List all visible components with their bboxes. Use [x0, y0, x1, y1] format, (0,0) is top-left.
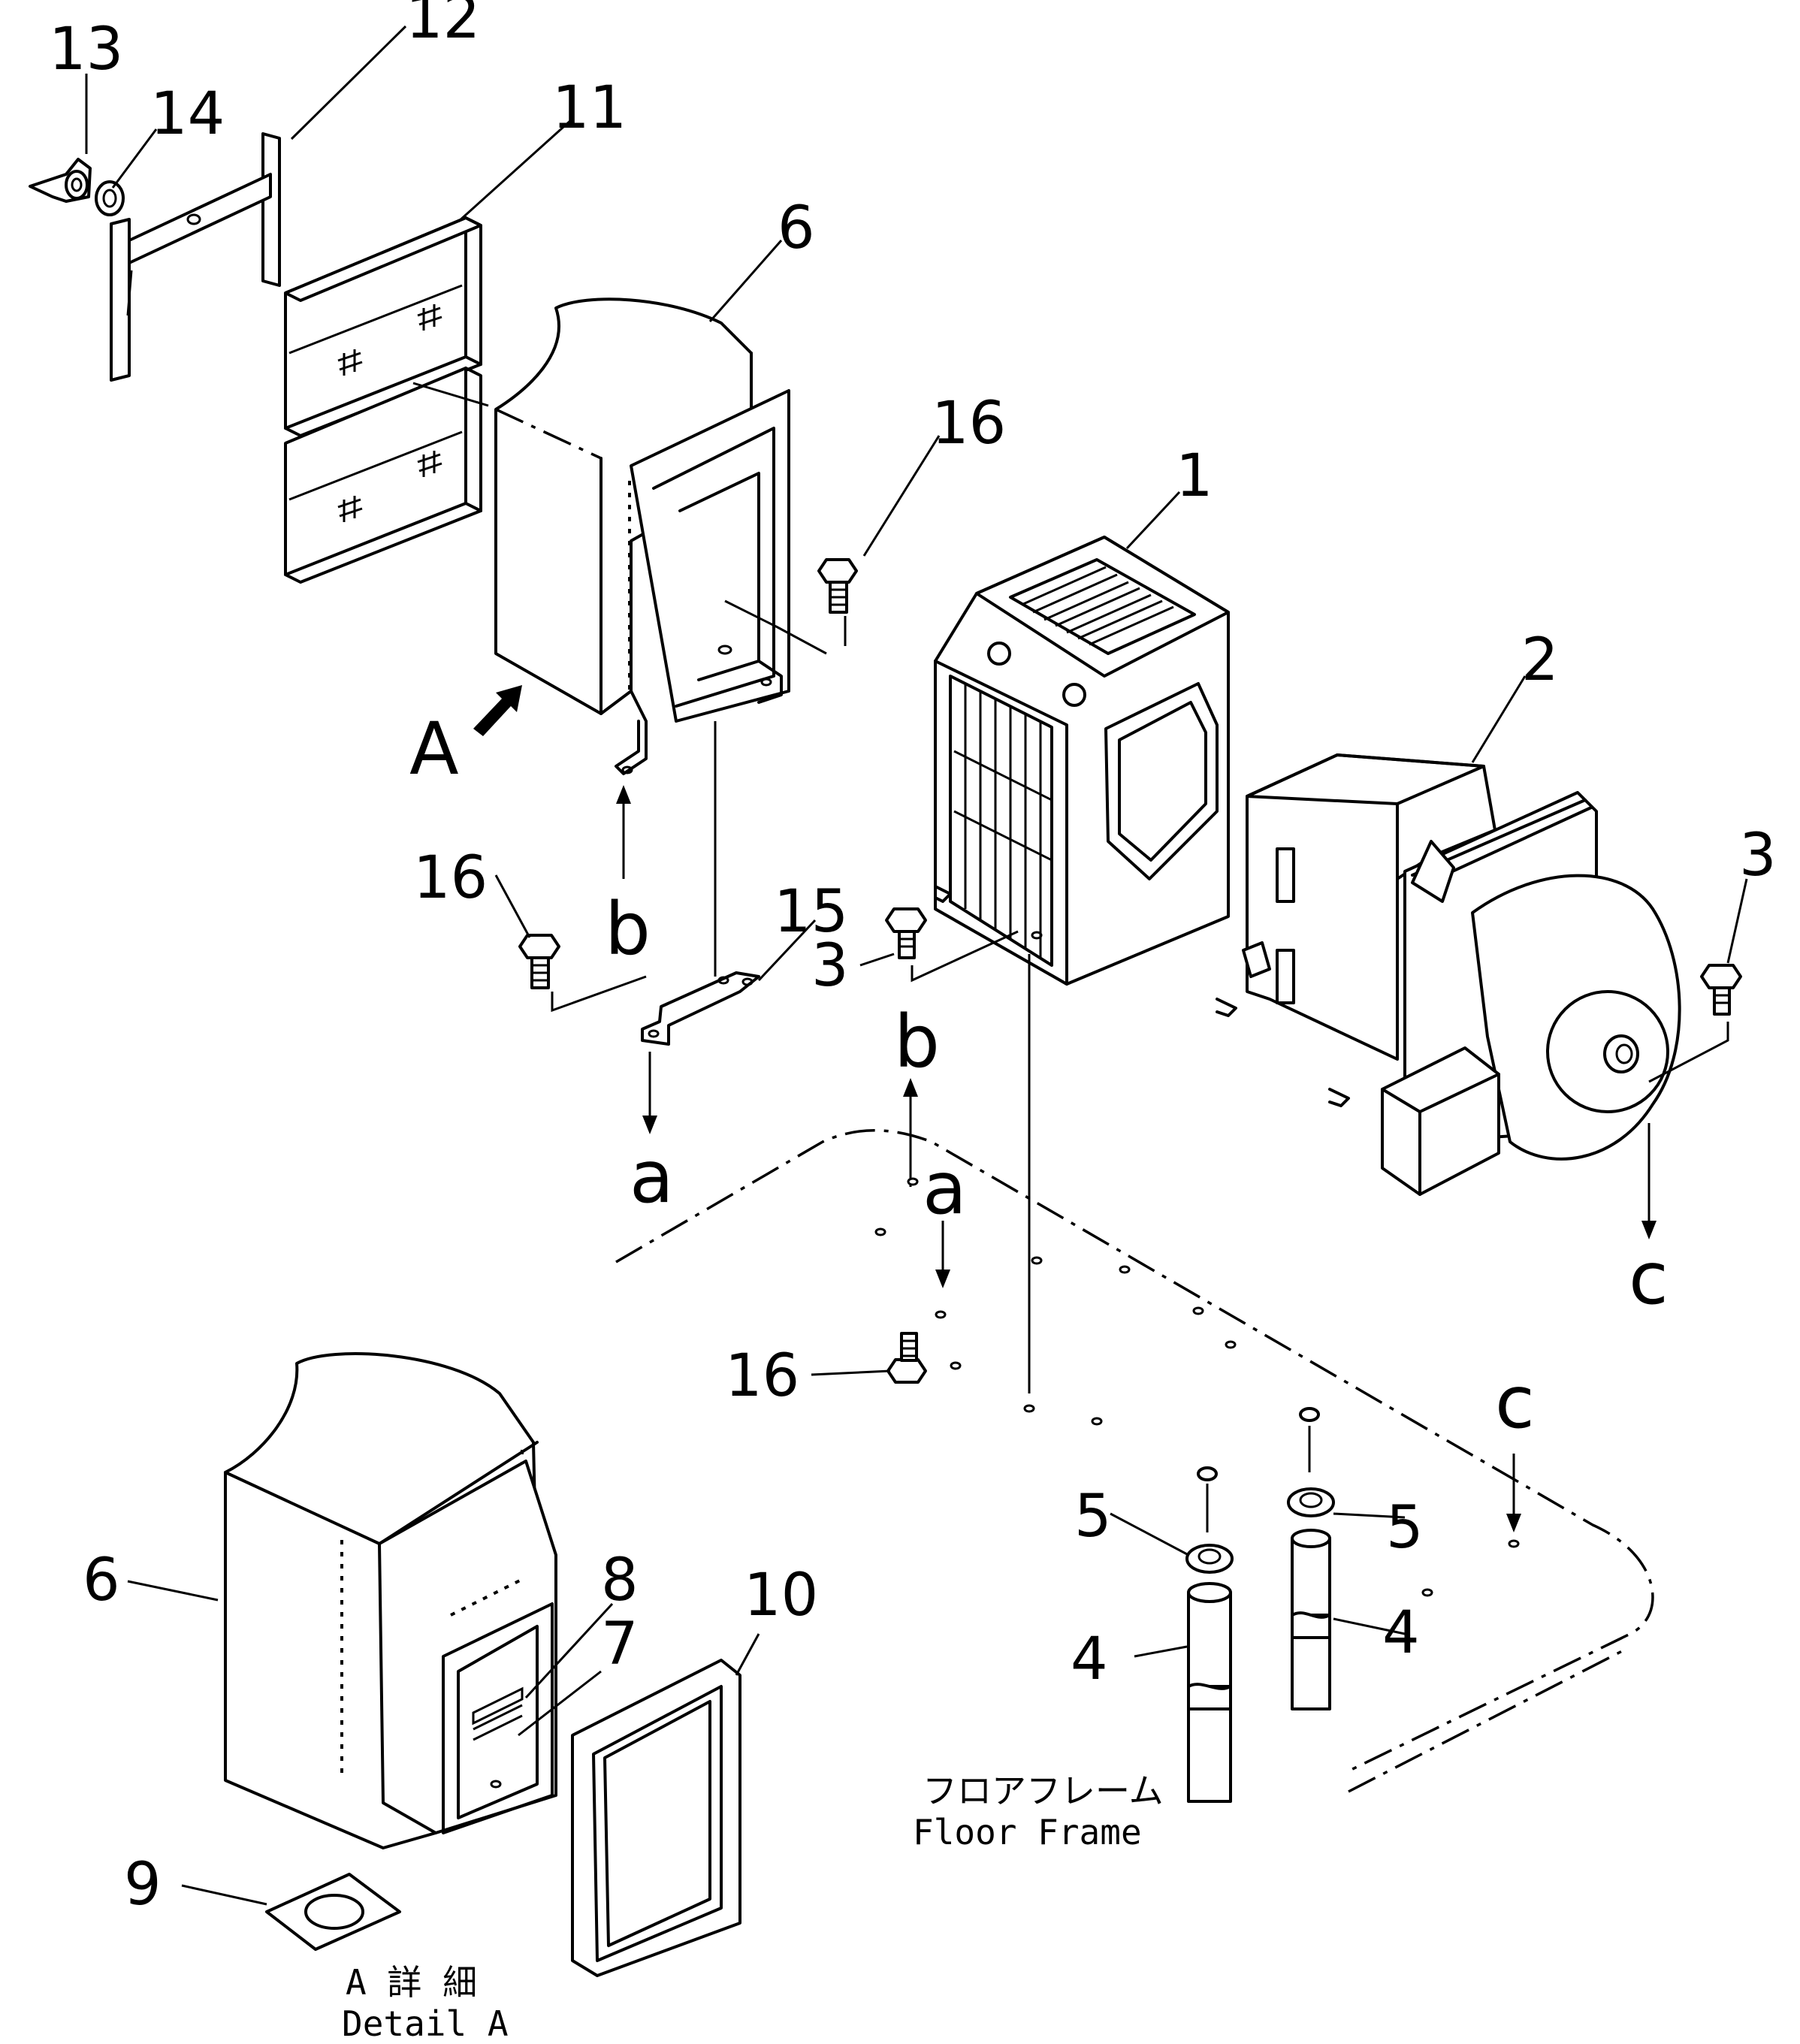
bracket-12 — [110, 132, 281, 382]
bolt-16-upper — [817, 558, 858, 646]
label-3-left: 3 — [811, 932, 849, 1000]
leader-lines — [85, 25, 1748, 1906]
label-3-right: 3 — [1739, 822, 1777, 889]
label-4-right: 4 — [1382, 1599, 1420, 1667]
detail-arrow-a — [473, 685, 522, 736]
label-16-top: 16 — [932, 390, 1006, 457]
filter-11-upper — [284, 216, 482, 437]
bolt-3-right — [1648, 964, 1742, 1083]
reference-letters: A b a b a c c — [409, 707, 1669, 1445]
label-c-right: c — [1629, 1236, 1669, 1321]
captions: フロアフレーム フロアフレーム Floor Frame A 詳 細 Detail… — [342, 1771, 1164, 2044]
mount-4-5-left — [1185, 1466, 1234, 1803]
label-6-top: 6 — [778, 195, 815, 262]
label-13: 13 — [49, 16, 123, 83]
label-2: 2 — [1521, 626, 1559, 694]
bolt-3-left — [885, 907, 1019, 983]
frame-10 — [571, 1659, 741, 1977]
label-5-left: 5 — [1074, 1483, 1112, 1550]
floor-frame — [615, 1129, 1654, 1793]
label-10: 10 — [744, 1562, 818, 1629]
label-6-detail: 6 — [83, 1547, 120, 1614]
label-b-upper: b — [605, 887, 651, 971]
floor-frame-label-jp: フロアフレーム — [923, 1771, 1164, 1811]
label-a-floor: a — [923, 1146, 967, 1230]
bracket-15 — [641, 971, 760, 1046]
detail-a-label-en: Detail A — [342, 2003, 509, 2044]
blower-2 — [1216, 753, 1681, 1196]
label-14: 14 — [150, 80, 225, 148]
duct-housing-6 — [494, 297, 827, 775]
label-1: 1 — [1176, 442, 1213, 510]
label-12: 12 — [406, 0, 480, 52]
bolt-16-lower — [886, 1332, 927, 1384]
part-labels: 13 14 12 11 6 16 1 2 3 16 15 3 16 5 5 4 … — [49, 0, 1777, 1919]
label-9: 9 — [124, 1851, 162, 1919]
duct-housing-detail-6 — [224, 1352, 557, 1849]
mount-4-5-right — [1287, 1407, 1335, 1710]
label-7: 7 — [601, 1611, 639, 1678]
label-4-left: 4 — [1071, 1626, 1108, 1693]
label-16-mid: 16 — [413, 844, 488, 912]
label-11: 11 — [552, 74, 627, 142]
label-arrow-a: A — [409, 707, 459, 791]
wing-nut-13 — [29, 158, 92, 203]
label-a-left: a — [630, 1135, 674, 1219]
detail-a-label-jp: A 詳 細 — [346, 1962, 477, 2003]
bolt-16-mid — [518, 934, 647, 1013]
flow-arrows — [616, 721, 1657, 1532]
filter-11-lower — [284, 367, 482, 584]
plate-9 — [265, 1873, 401, 1951]
label-8: 8 — [601, 1547, 639, 1614]
label-15: 15 — [774, 878, 848, 946]
washer-14 — [95, 180, 125, 216]
label-b-lower: b — [894, 1000, 940, 1084]
radiator-1 — [934, 536, 1230, 986]
floor-frame-label-en: Floor Frame — [913, 1812, 1142, 1852]
label-c-floor: c — [1495, 1360, 1535, 1445]
label-5-right: 5 — [1386, 1494, 1424, 1562]
label-16-low: 16 — [725, 1342, 799, 1410]
